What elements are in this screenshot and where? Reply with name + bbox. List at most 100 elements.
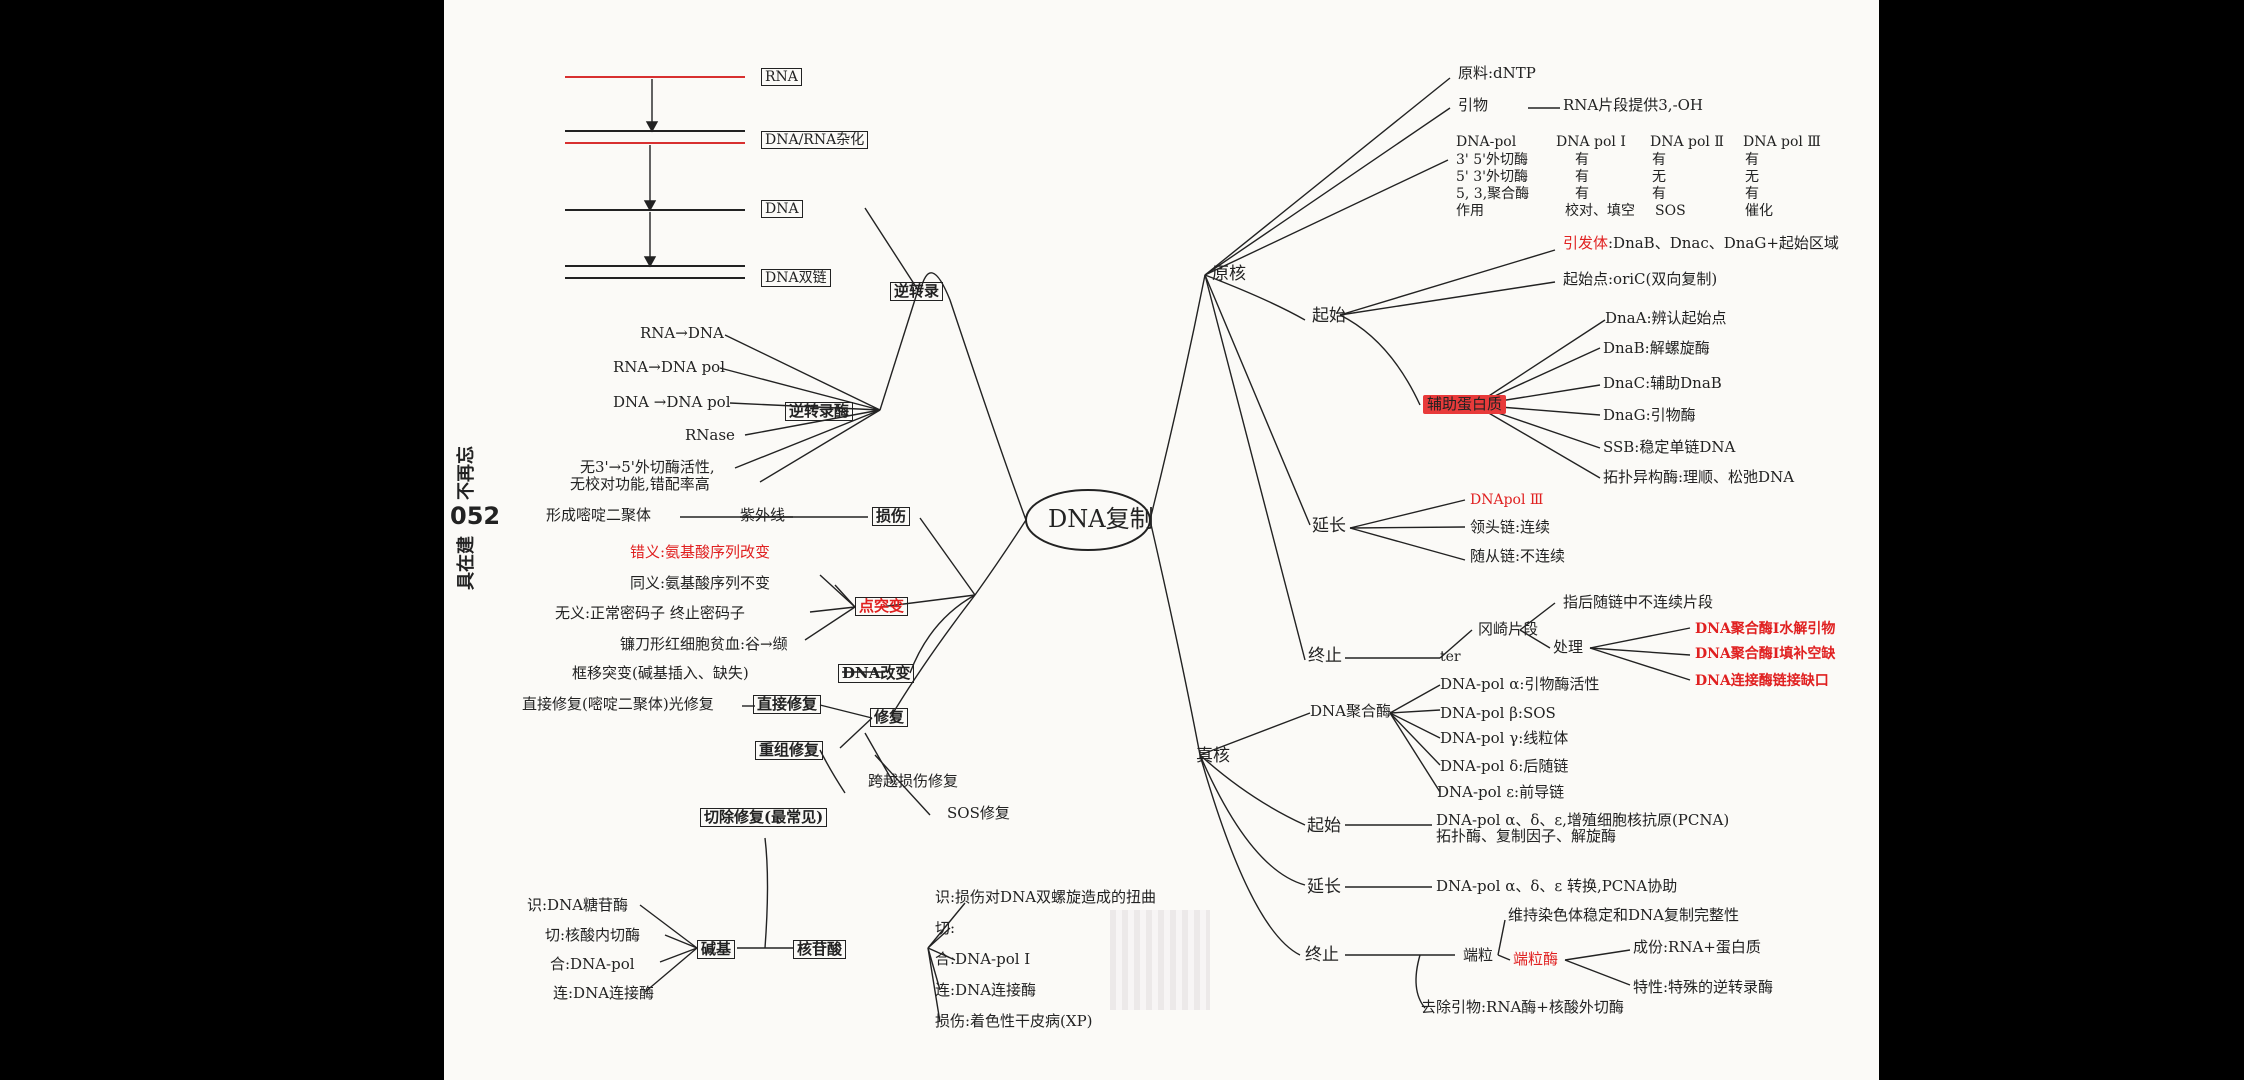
euk-pol-item-5: DNA-pol ε:前导链 xyxy=(1437,783,1565,801)
side-text-top: 不再忘 xyxy=(456,446,477,500)
uv-text: 紫外线 xyxy=(740,506,786,524)
pol-table-r1c2: 无 xyxy=(1652,169,1666,185)
dna-change-node: DNA改变 xyxy=(838,664,915,683)
telomerase-feature: 特性:特殊的逆转录酶 xyxy=(1633,978,1774,996)
leading-strand-text: 领头链:连续 xyxy=(1470,518,1551,536)
pol-table-r2c1: 有 xyxy=(1575,186,1589,202)
rt-prop-5: 无3'→5'外切酶活性, xyxy=(580,458,715,476)
maintain-text: 维持染色体稳定和DNA复制完整性 xyxy=(1508,906,1739,924)
qr-code-watermark xyxy=(1110,910,1210,1010)
nucleotide-item-1: 识:损伤对DNA双螺旋造成的扭曲 xyxy=(935,888,1157,906)
nucleotide-item-2: 切: xyxy=(935,919,956,937)
base-item-3: 合:DNA-pol xyxy=(550,955,635,973)
rt-rna-label: RNA xyxy=(761,68,802,86)
telomere-text: 端粒 xyxy=(1463,946,1494,964)
direct-repair-desc: 直接修复(嘧啶二聚体)光修复 xyxy=(522,695,714,713)
nucleotide-item-4: 连:DNA连接酶 xyxy=(935,981,1037,999)
base-excision-node: 碱基 xyxy=(697,940,736,959)
process-step-3: DNA连接酶链接缺口 xyxy=(1695,673,1829,689)
pro-termination-node: 终止 xyxy=(1308,646,1342,666)
material-text: 原料:dNTP xyxy=(1458,64,1536,82)
nonsense-text: 无义:正常密码子 终止密码子 xyxy=(555,604,745,622)
pol-table-r1c1: 有 xyxy=(1575,169,1589,185)
euk-elongation-node: 延长 xyxy=(1307,877,1341,897)
pol-table-r0c3: 有 xyxy=(1745,152,1759,168)
lagging-desc: 指后随链中不连续片段 xyxy=(1563,593,1714,611)
euk-termination-node: 终止 xyxy=(1305,945,1339,965)
rt-prop-1: RNA→DNA xyxy=(640,324,724,342)
pol-table-r2c2: 有 xyxy=(1652,186,1666,202)
rt-prop-6: 无校对功能,错配率高 xyxy=(570,475,710,493)
pol3-text: DNApol Ⅲ xyxy=(1470,492,1544,508)
pol-table-r3c2: SOS xyxy=(1655,203,1686,219)
aux-item-5: SSB:稳定单链DNA xyxy=(1603,438,1736,456)
rt-prop-3: DNA →DNA pol xyxy=(613,393,731,411)
rt-ds-label: DNA双链 xyxy=(761,269,831,287)
nucleotide-item-3: 合:DNA-pol Ⅰ xyxy=(935,950,1031,968)
okazaki-text: 冈崎片段 xyxy=(1478,620,1539,638)
pol-table-r3c1: 校对、填空 xyxy=(1565,203,1635,219)
telomerase-text: 端粒酶 xyxy=(1513,950,1559,968)
side-text-bottom: 具在建 xyxy=(456,536,477,590)
process-step-2: DNA聚合酶Ⅰ填补空缺 xyxy=(1695,646,1836,662)
pol-table-r0c1: 有 xyxy=(1575,152,1589,168)
nucleotide-excision-node: 核苷酸 xyxy=(793,940,847,959)
frameshift-text: 框移突变(碱基插入、缺失) xyxy=(572,664,749,682)
rt-hybrid-label: DNA/RNA杂化 xyxy=(761,131,869,149)
pol-table-r0c0: 3' 5'外切酶 xyxy=(1456,152,1528,168)
aux-item-4: DnaG:引物酶 xyxy=(1603,406,1696,424)
damage-node: 损伤 xyxy=(872,507,911,526)
aux-protein-node: 辅助蛋白质 xyxy=(1423,395,1507,414)
origin-text: 起始点:oriC(双向复制) xyxy=(1563,270,1718,288)
pol-table-h1: DNA pol Ⅰ xyxy=(1556,134,1626,150)
center-node: DNA复制 xyxy=(1048,505,1154,533)
base-item-4: 连:DNA连接酶 xyxy=(553,984,655,1002)
pol-table-h3: DNA pol Ⅲ xyxy=(1743,134,1821,150)
primosome-desc: :DnaB、Dnac、DnaG+起始区域 xyxy=(1608,234,1839,252)
aux-item-2: DnaB:解螺旋酶 xyxy=(1603,339,1710,357)
excision-repair-node: 切除修复(最常见) xyxy=(700,808,828,827)
recomb-repair-node: 重组修复 xyxy=(755,741,824,760)
missense-text: 错义:氨基酸序列改变 xyxy=(630,543,771,561)
pro-initiation-node: 起始 xyxy=(1312,306,1346,326)
pol-table-r3c0: 作用 xyxy=(1456,203,1484,219)
primer-removal-text: 去除引物:RNA酶+核酸外切酶 xyxy=(1421,998,1624,1016)
dimer-text: 形成嘧啶二聚体 xyxy=(546,506,652,524)
euk-elongation-desc: DNA-pol α、δ、ε 转换,PCNA协助 xyxy=(1436,877,1678,895)
pol-table-r1c0: 5' 3'外切酶 xyxy=(1456,169,1528,185)
nucleotide-item-5: 损伤:着色性干皮病(XP) xyxy=(935,1012,1093,1030)
telomerase-comp: 成份:RNA+蛋白质 xyxy=(1633,938,1761,956)
euk-pol-node: DNA聚合酶 xyxy=(1310,702,1391,720)
euk-initiation-line1: DNA-pol α、δ、ε,增殖细胞核抗原(PCNA) xyxy=(1436,811,1730,829)
mind-map-page xyxy=(444,0,1879,1080)
pol-table-r1c3: 无 xyxy=(1745,169,1759,185)
pol-table-r2c0: 5, 3,聚合酶 xyxy=(1456,186,1530,202)
process-step-1: DNA聚合酶Ⅰ水解引物 xyxy=(1695,621,1836,637)
rt-dna-label: DNA xyxy=(761,200,803,218)
eukaryote-node: 真核 xyxy=(1196,746,1230,766)
euk-initiation-node: 起始 xyxy=(1307,816,1341,836)
ter-text: ter xyxy=(1440,649,1461,665)
same-sense-text: 同义:氨基酸序列不变 xyxy=(630,574,771,592)
rt-enzyme-node: 逆转录酶 xyxy=(785,402,854,421)
lagging-strand-text: 随从链:不连续 xyxy=(1470,547,1566,565)
repair-node: 修复 xyxy=(870,708,909,727)
euk-pol-item-3: DNA-pol γ:线粒体 xyxy=(1440,729,1569,747)
base-item-1: 识:DNA糖苷酶 xyxy=(527,896,629,914)
process-text: 处理 xyxy=(1553,638,1584,656)
primosome-text: 引发体 xyxy=(1563,234,1609,252)
primer-text: 引物 xyxy=(1458,96,1489,114)
aux-item-3: DnaC:辅助DnaB xyxy=(1603,374,1722,392)
rt-prop-4: RNase xyxy=(685,426,735,444)
pol-table-r2c3: 有 xyxy=(1745,186,1759,202)
sos-repair-text: SOS修复 xyxy=(947,804,1010,822)
aux-item-1: DnaA:辨认起始点 xyxy=(1605,309,1727,327)
aux-item-6: 拓扑异构酶:理顺、松弛DNA xyxy=(1603,468,1795,486)
pol-table-h0: DNA-pol xyxy=(1456,134,1517,150)
pro-elongation-node: 延长 xyxy=(1312,516,1346,536)
base-item-2: 切:核酸内切酶 xyxy=(545,926,641,944)
euk-pol-item-1: DNA-pol α:引物酶活性 xyxy=(1440,675,1600,693)
bypass-repair-text: 跨越损伤修复 xyxy=(868,772,959,790)
